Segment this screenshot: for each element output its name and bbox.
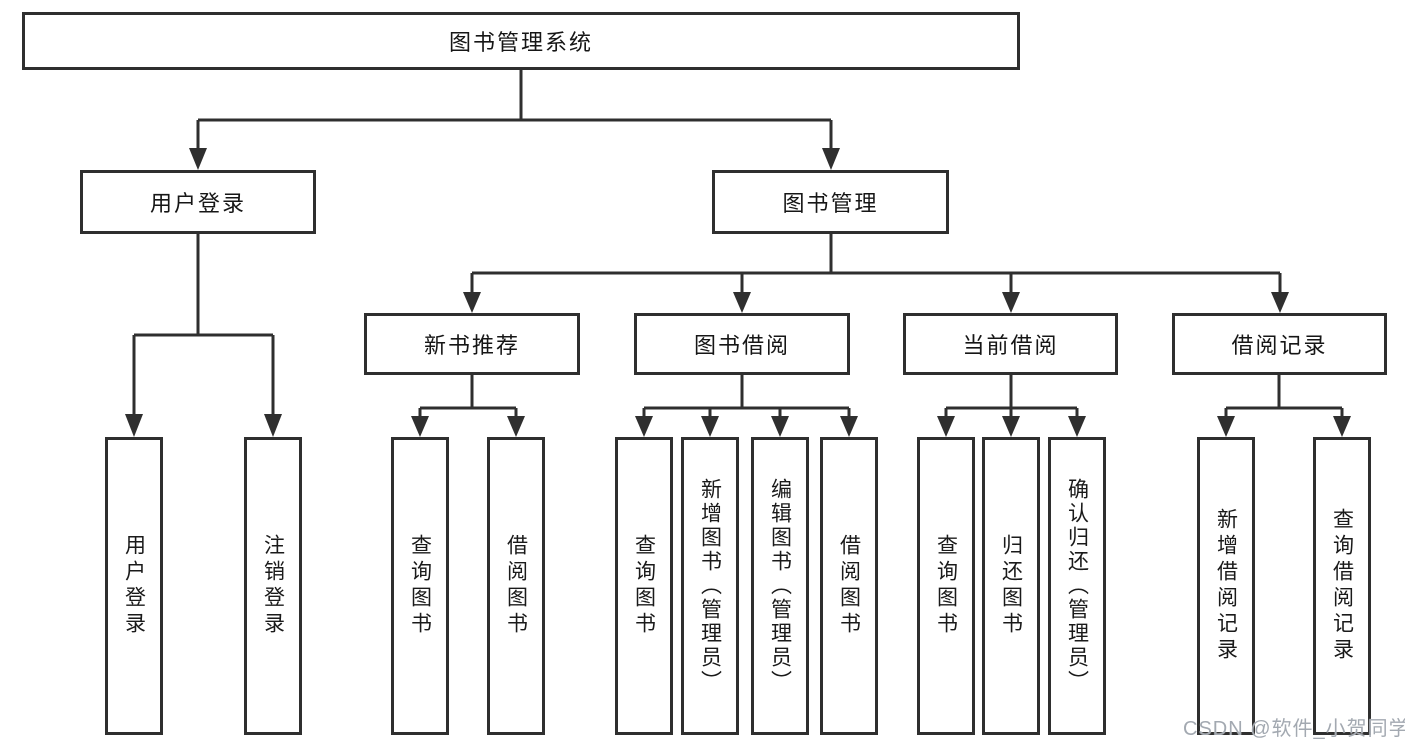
leaf-borrow-books: 借阅图书: [820, 437, 878, 735]
leaf-add-books-admin-label: 新增图书（管理员）: [698, 478, 722, 694]
leaf-query-books-borrow-label: 查询图书: [632, 534, 656, 638]
node-current-borrow: 当前借阅: [903, 313, 1118, 375]
leaf-query-books-current-label: 查询图书: [934, 534, 958, 638]
node-borrow-records: 借阅记录: [1172, 313, 1387, 375]
leaf-user-login-label: 用户登录: [122, 534, 146, 638]
node-new-book-recommend-label: 新书推荐: [423, 333, 520, 358]
leaf-query-books-recommend: 查询图书: [391, 437, 449, 735]
leaf-add-books-admin: 新增图书（管理员）: [681, 437, 739, 735]
node-book-borrow-label: 图书借阅: [693, 333, 790, 358]
node-new-book-recommend: 新书推荐: [364, 313, 580, 375]
leaf-borrow-books-label: 借阅图书: [837, 534, 861, 638]
csdn-watermark: CSDN @软件_小贺同学: [1183, 718, 1405, 740]
leaf-logout-label: 注销登录: [261, 534, 285, 638]
leaf-logout: 注销登录: [244, 437, 302, 735]
leaf-query-borrow-record: 查询借阅记录: [1313, 437, 1371, 735]
leaf-query-borrow-record-label: 查询借阅记录: [1330, 508, 1354, 664]
leaf-query-books-current: 查询图书: [917, 437, 975, 735]
node-borrow-records-label: 借阅记录: [1231, 333, 1328, 358]
leaf-return-books-label: 归还图书: [999, 534, 1023, 638]
node-root-library-system: 图书管理系统: [22, 12, 1020, 70]
node-current-borrow-label: 当前借阅: [962, 333, 1059, 358]
leaf-borrow-books-recommend: 借阅图书: [487, 437, 545, 735]
leaf-edit-books-admin: 编辑图书（管理员）: [751, 437, 809, 735]
node-user-login: 用户登录: [80, 170, 316, 234]
leaf-return-books: 归还图书: [982, 437, 1040, 735]
node-book-management: 图书管理: [712, 170, 949, 234]
leaf-add-borrow-record-label: 新增借阅记录: [1214, 508, 1238, 664]
node-book-borrow: 图书借阅: [634, 313, 850, 375]
leaf-edit-books-admin-label: 编辑图书（管理员）: [768, 478, 792, 694]
leaf-confirm-return-admin-label: 确认归还（管理员）: [1065, 478, 1089, 694]
node-book-management-label: 图书管理: [782, 191, 879, 216]
leaf-borrow-books-recommend-label: 借阅图书: [504, 534, 528, 638]
leaf-query-books-recommend-label: 查询图书: [408, 534, 432, 638]
leaf-add-borrow-record: 新增借阅记录: [1197, 437, 1255, 735]
leaf-query-books-borrow: 查询图书: [615, 437, 673, 735]
arrowheads: [125, 148, 1351, 437]
leaf-user-login: 用户登录: [105, 437, 163, 735]
node-user-login-label: 用户登录: [149, 191, 246, 216]
leaf-confirm-return-admin: 确认归还（管理员）: [1048, 437, 1106, 735]
node-root-label: 图书管理系统: [448, 30, 593, 55]
